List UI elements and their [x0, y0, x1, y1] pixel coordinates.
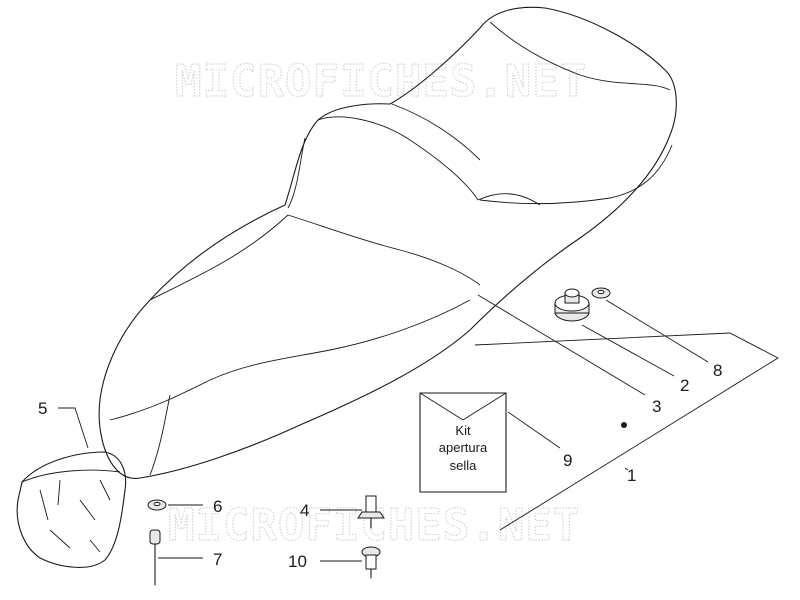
storage-net-mesh-5 — [89, 539, 101, 553]
callout-4: 4 — [300, 501, 309, 520]
storage-net-rim — [21, 469, 121, 483]
washer-6 — [147, 499, 167, 511]
callout-7: 7 — [213, 550, 222, 569]
leader-lines — [58, 294, 709, 562]
group-bracket-1 — [474, 332, 779, 531]
screw-4 — [357, 495, 385, 529]
rider-side-seam — [109, 299, 471, 421]
leader-3 — [477, 294, 646, 396]
callout-9: 9 — [563, 451, 572, 470]
seat-step-front — [287, 137, 306, 209]
storage-net — [16, 451, 127, 568]
rivet — [149, 529, 161, 586]
seat-outline — [98, 6, 677, 479]
storage-net-outline — [16, 451, 127, 568]
callout-8: 8 — [713, 361, 722, 380]
callout-3: 3 — [652, 397, 661, 416]
screw-10 — [361, 546, 381, 579]
kit-envelope-flap — [419, 392, 507, 421]
washer-8 — [591, 287, 611, 299]
kit-envelope: Kit apertura sella — [419, 392, 507, 493]
bumper-stem-top — [564, 288, 580, 298]
kit-label-line-3: sella — [450, 458, 478, 473]
seat — [98, 6, 677, 479]
storage-net-mesh-4 — [49, 529, 71, 549]
callout-10: 10 — [288, 552, 307, 571]
storage-net-mesh-2 — [57, 479, 61, 506]
washer-8-hole — [597, 289, 605, 295]
storage-net-mesh-6 — [99, 479, 111, 501]
rivet-head — [149, 529, 161, 545]
callouts: 1 2 3 4 5 6 7 8 9 10 — [38, 361, 722, 571]
leader-8 — [605, 299, 709, 363]
watermark-top: MICROFICHES.NET — [175, 56, 587, 107]
callout-5: 5 — [38, 399, 47, 418]
leader-1 — [624, 467, 629, 471]
screw-4-body — [365, 495, 377, 513]
callout-6: 6 — [213, 497, 222, 516]
kit-label-line-2: apertura — [439, 440, 488, 455]
kit-label-line-1: Kit — [455, 423, 471, 438]
callout-1: 1 — [627, 466, 636, 485]
rider-top-seam — [287, 214, 481, 286]
passenger-mid-seam — [391, 103, 481, 161]
seat-step-seam — [317, 116, 479, 201]
storage-net-mesh-3 — [79, 499, 96, 521]
leader-2 — [581, 324, 675, 377]
rubber-bumper — [554, 288, 590, 322]
washer-6-hole — [153, 501, 161, 507]
passenger-side-seam — [479, 144, 673, 204]
screw-4-washer — [357, 511, 385, 519]
rider-upper-edge — [149, 214, 289, 301]
leader-9 — [507, 411, 561, 449]
leader-5 — [58, 407, 89, 449]
storage-net-mesh-1 — [39, 489, 49, 521]
passenger-top-seam — [489, 21, 671, 91]
kit-envelope-outline — [419, 392, 507, 493]
leader-3-dot — [621, 422, 627, 428]
callout-2: 2 — [680, 376, 689, 395]
screw-10-body — [365, 554, 377, 570]
passenger-front-seam — [477, 193, 541, 206]
rider-nose-seam — [149, 394, 171, 476]
